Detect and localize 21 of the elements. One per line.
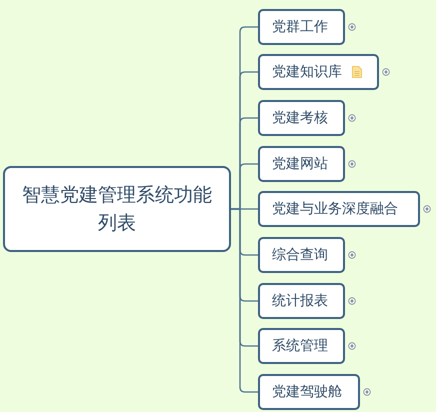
- topic-box: [258, 191, 420, 227]
- topic-box: [258, 146, 345, 182]
- topic-label: 党群工作: [272, 18, 328, 36]
- topic-box: [258, 237, 345, 273]
- topic-label: 统计报表: [272, 292, 328, 310]
- topic-label: 党建知识库: [272, 63, 342, 81]
- topic-label: 党建驾驶舱: [272, 383, 342, 401]
- topic-box: [258, 9, 345, 45]
- topic-label: 综合查询: [272, 246, 328, 264]
- topic-label: 党建网站: [272, 155, 328, 173]
- central-topic-box: [3, 166, 231, 252]
- topic-label: 智慧党建管理系统功能列表: [21, 183, 213, 236]
- topic-label: 党建与业务深度融合: [272, 200, 398, 218]
- topic-box: [258, 54, 379, 90]
- topic-box: [258, 328, 345, 364]
- topic-box: [258, 283, 345, 319]
- branch-line: [231, 208, 258, 393]
- topic-box: [258, 100, 345, 136]
- topic-box: [258, 374, 360, 410]
- topic-label: 党建考核: [272, 109, 328, 127]
- topic-label: 系统管理: [272, 337, 328, 355]
